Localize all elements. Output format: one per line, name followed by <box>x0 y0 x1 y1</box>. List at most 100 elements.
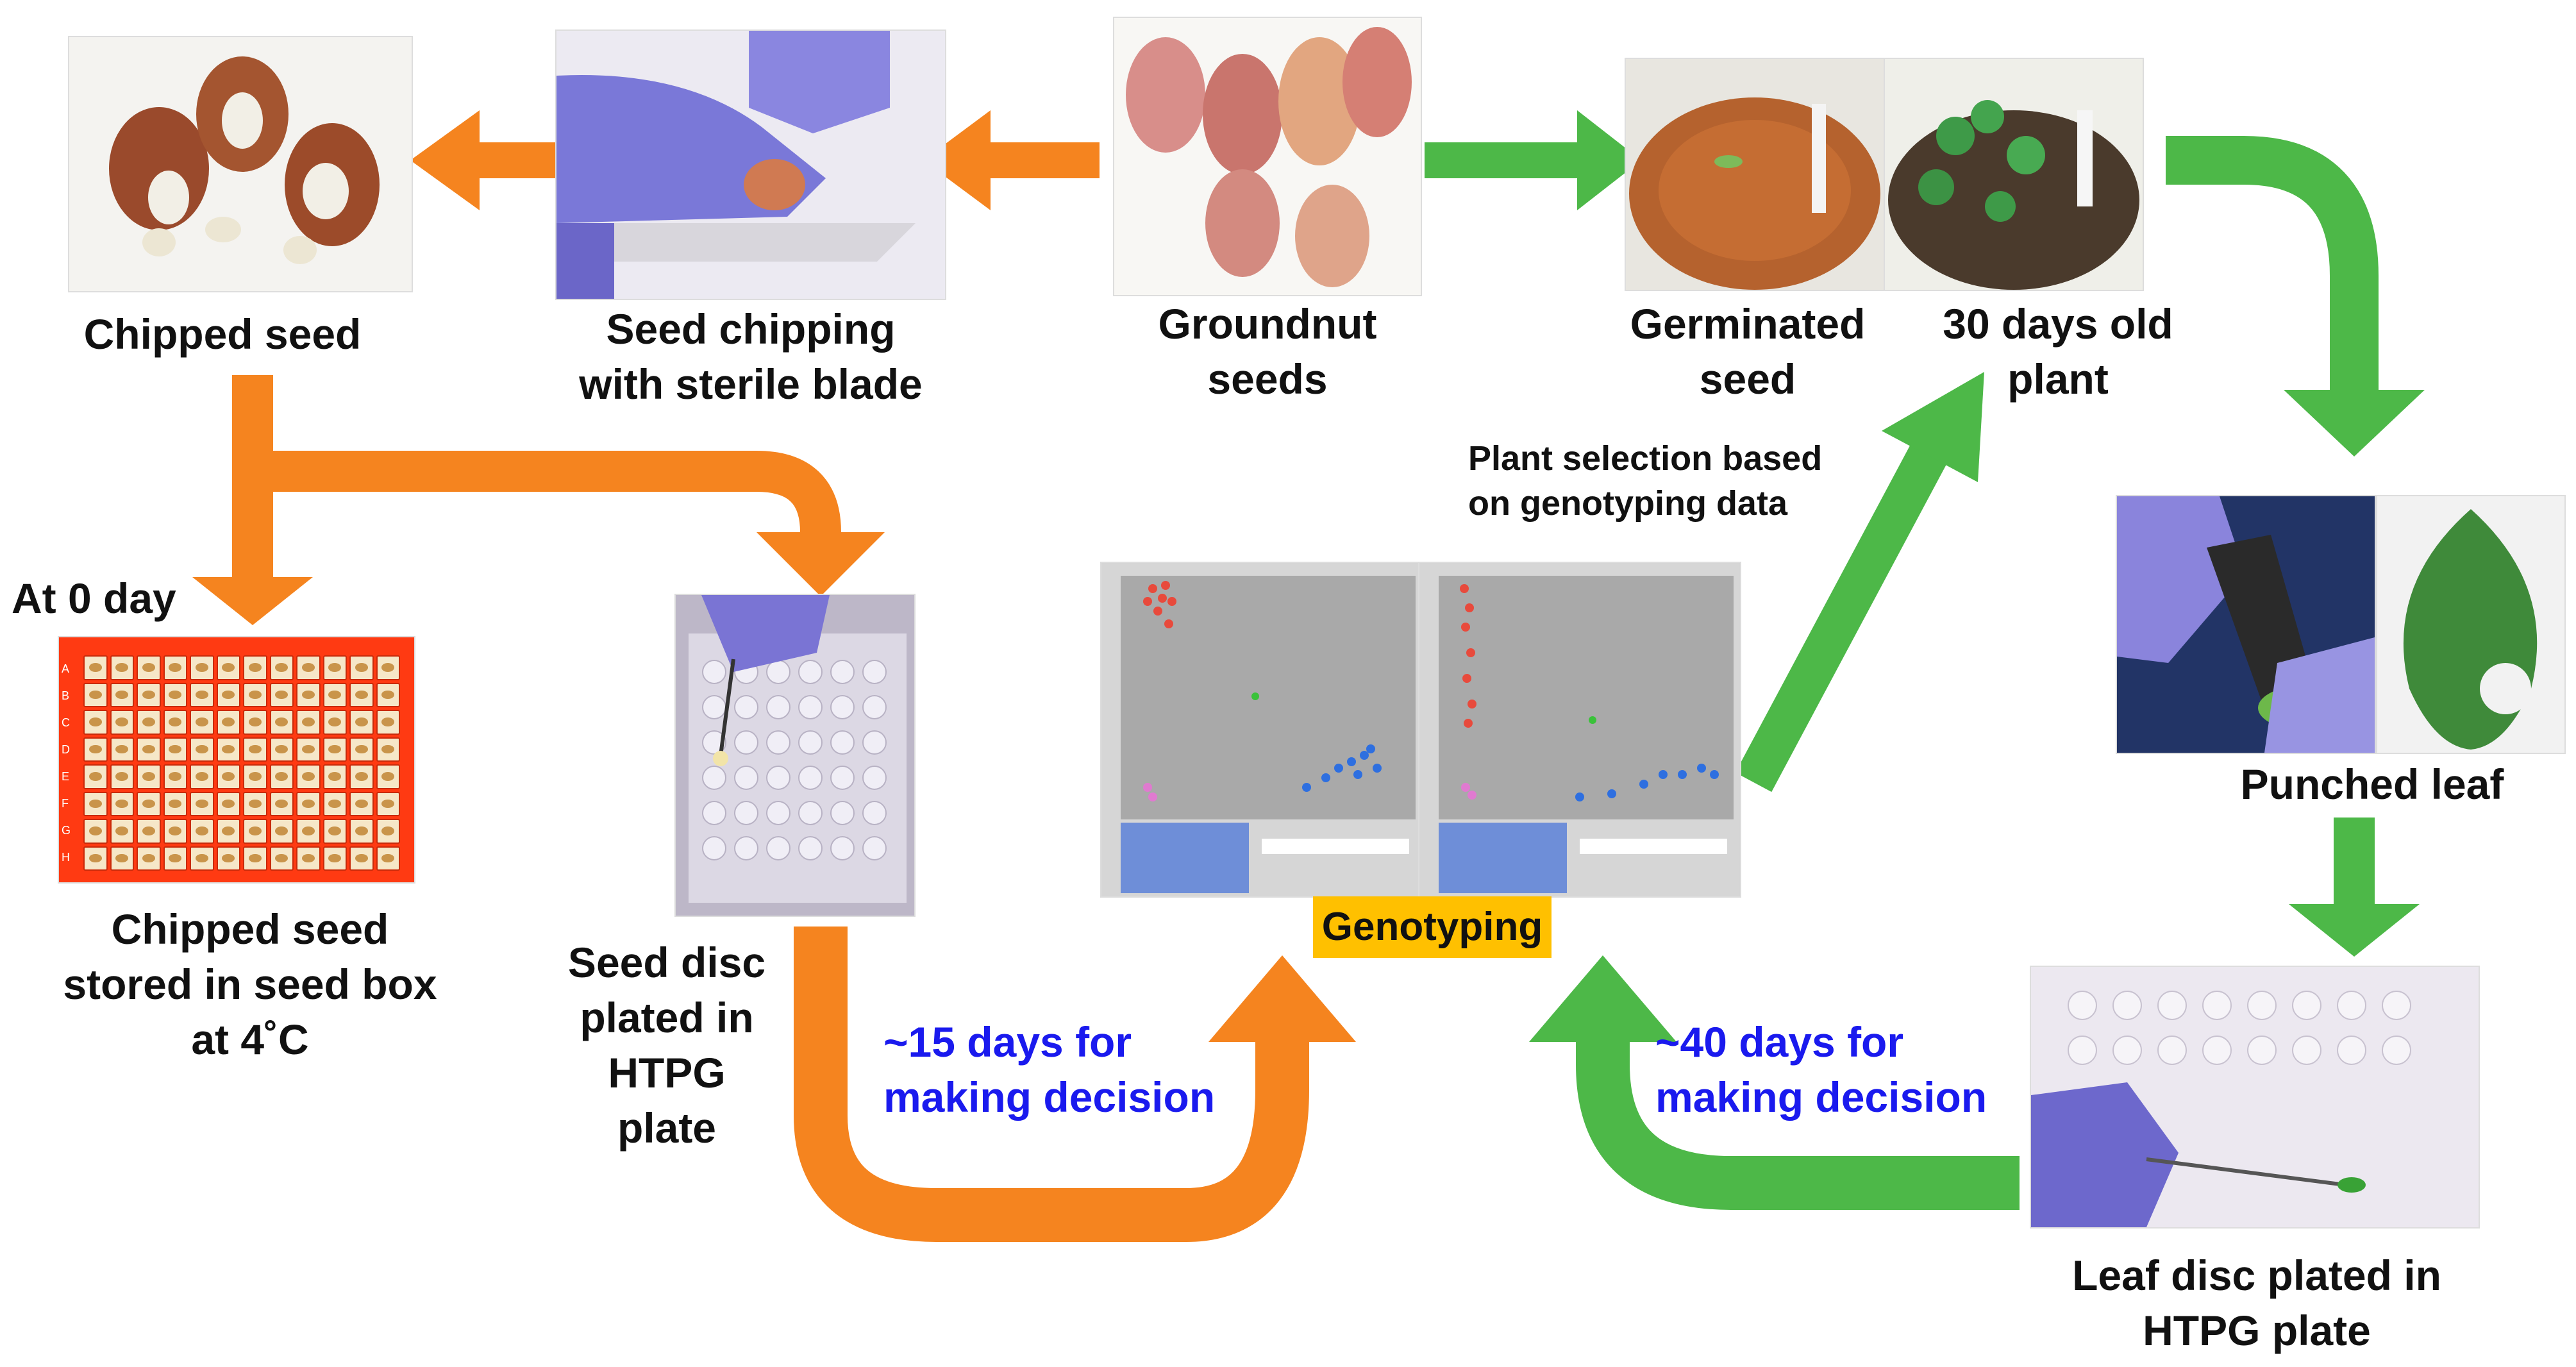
seed-icon <box>89 691 102 700</box>
seed-icon <box>328 717 341 726</box>
seed-icon <box>169 745 181 754</box>
seed-icon <box>169 663 181 672</box>
seed-box-well <box>243 710 267 735</box>
seed-icon <box>249 800 262 809</box>
seed-disc-line-4: plate <box>532 1100 801 1155</box>
seed-chipping-line-2: with sterile blade <box>556 356 945 412</box>
seed-icon <box>302 745 315 754</box>
seed-icon <box>142 663 155 672</box>
seed-box-well <box>376 655 401 680</box>
seed-box-well <box>376 846 401 871</box>
seed-box-well <box>83 683 108 708</box>
seed-box-well <box>296 683 321 708</box>
seed-box-well <box>376 819 401 844</box>
seed-box-well <box>190 792 214 817</box>
seed-box-well <box>270 683 294 708</box>
seed-box-well <box>83 655 108 680</box>
seed-disc-plate-photo <box>676 595 914 916</box>
seed-icon <box>115 854 128 863</box>
seed-icon <box>142 854 155 863</box>
seed-box-well <box>83 710 108 735</box>
seed-box-well <box>137 819 161 844</box>
seed-icon <box>355 772 368 781</box>
seed-box-well <box>270 737 294 762</box>
seed-icon <box>142 691 155 700</box>
seed-box-row-label: C <box>62 716 81 730</box>
leaf-punch-photo <box>2117 496 2375 753</box>
seed-icon <box>328 663 341 672</box>
seed-icon <box>328 800 341 809</box>
seed-icon <box>302 717 315 726</box>
punched-leaf-photo <box>2377 496 2564 753</box>
seed-icon <box>249 745 262 754</box>
seed-icon <box>222 800 235 809</box>
seed-box-well <box>83 846 108 871</box>
seed-box-row-label: E <box>62 770 81 784</box>
seed-icon <box>89 745 102 754</box>
plant-30-days-line-2: plant <box>1898 351 2218 407</box>
seed-box-well <box>376 710 401 735</box>
seed-box-well <box>349 683 374 708</box>
seed-box-well <box>110 737 135 762</box>
seed-icon <box>355 826 368 835</box>
seed-box-well <box>323 683 347 708</box>
seed-icon <box>328 772 341 781</box>
seed-chipping-label: Seed chipping with sterile blade <box>556 301 945 412</box>
seed-box-well <box>376 792 401 817</box>
seed-box-well <box>217 737 241 762</box>
seed-icon <box>196 826 208 835</box>
seed-box-well <box>270 792 294 817</box>
seed-box-well <box>217 792 241 817</box>
seed-icon <box>169 854 181 863</box>
green-arrow-to-germinated <box>1425 110 1641 210</box>
seed-icon <box>222 854 235 863</box>
seed-box-well <box>296 846 321 871</box>
seed-box-well <box>376 683 401 708</box>
seed-box-well <box>296 710 321 735</box>
seed-box-well <box>323 737 347 762</box>
plant-30-days-line-1: 30 days old <box>1898 296 2218 351</box>
seed-icon <box>115 663 128 672</box>
seed-icon <box>222 663 235 672</box>
seed-icon <box>275 691 288 700</box>
seed-box-well <box>137 792 161 817</box>
seed-box-well <box>163 655 188 680</box>
seed-box-plate <box>83 655 400 871</box>
seed-icon <box>169 717 181 726</box>
seed-icon <box>381 717 394 726</box>
seed-icon <box>222 717 235 726</box>
seed-icon <box>355 854 368 863</box>
seed-box-well <box>270 655 294 680</box>
seed-box-well <box>217 683 241 708</box>
seed-icon <box>381 691 394 700</box>
seed-box-well <box>323 764 347 789</box>
seed-icon <box>222 826 235 835</box>
seed-chipping-line-1: Seed chipping <box>556 301 945 356</box>
seed-box-row-label: D <box>62 743 81 757</box>
green-arrow-to-leaf-disc <box>2289 818 2420 957</box>
seed-box-well <box>110 655 135 680</box>
days-40-line-1: ~40 days for <box>1655 1014 1987 1069</box>
seed-box-well <box>163 846 188 871</box>
seed-box-row-label: B <box>62 689 81 703</box>
seed-icon <box>275 663 288 672</box>
seed-icon <box>115 745 128 754</box>
seed-icon <box>381 826 394 835</box>
seed-disc-line-1: Seed disc <box>532 935 801 990</box>
days-40-line-2: making decision <box>1655 1069 1987 1125</box>
green-arrow-to-plant-selection <box>1753 372 1984 782</box>
seed-box-well <box>163 764 188 789</box>
seed-box-well <box>163 792 188 817</box>
seed-box-well <box>376 764 401 789</box>
seed-box-well <box>270 819 294 844</box>
genotyping-scatter-left <box>1101 563 1418 896</box>
leaf-disc-line-1: Leaf disc plated in <box>2013 1248 2500 1303</box>
seed-box-well <box>110 764 135 789</box>
seed-box-well <box>83 792 108 817</box>
seed-box-well <box>163 819 188 844</box>
seed-icon <box>222 772 235 781</box>
germinated-seed-line-2: seed <box>1607 351 1889 407</box>
seed-icon <box>169 800 181 809</box>
seed-icon <box>142 826 155 835</box>
days-15-label: ~15 days for making decision <box>883 1014 1215 1125</box>
